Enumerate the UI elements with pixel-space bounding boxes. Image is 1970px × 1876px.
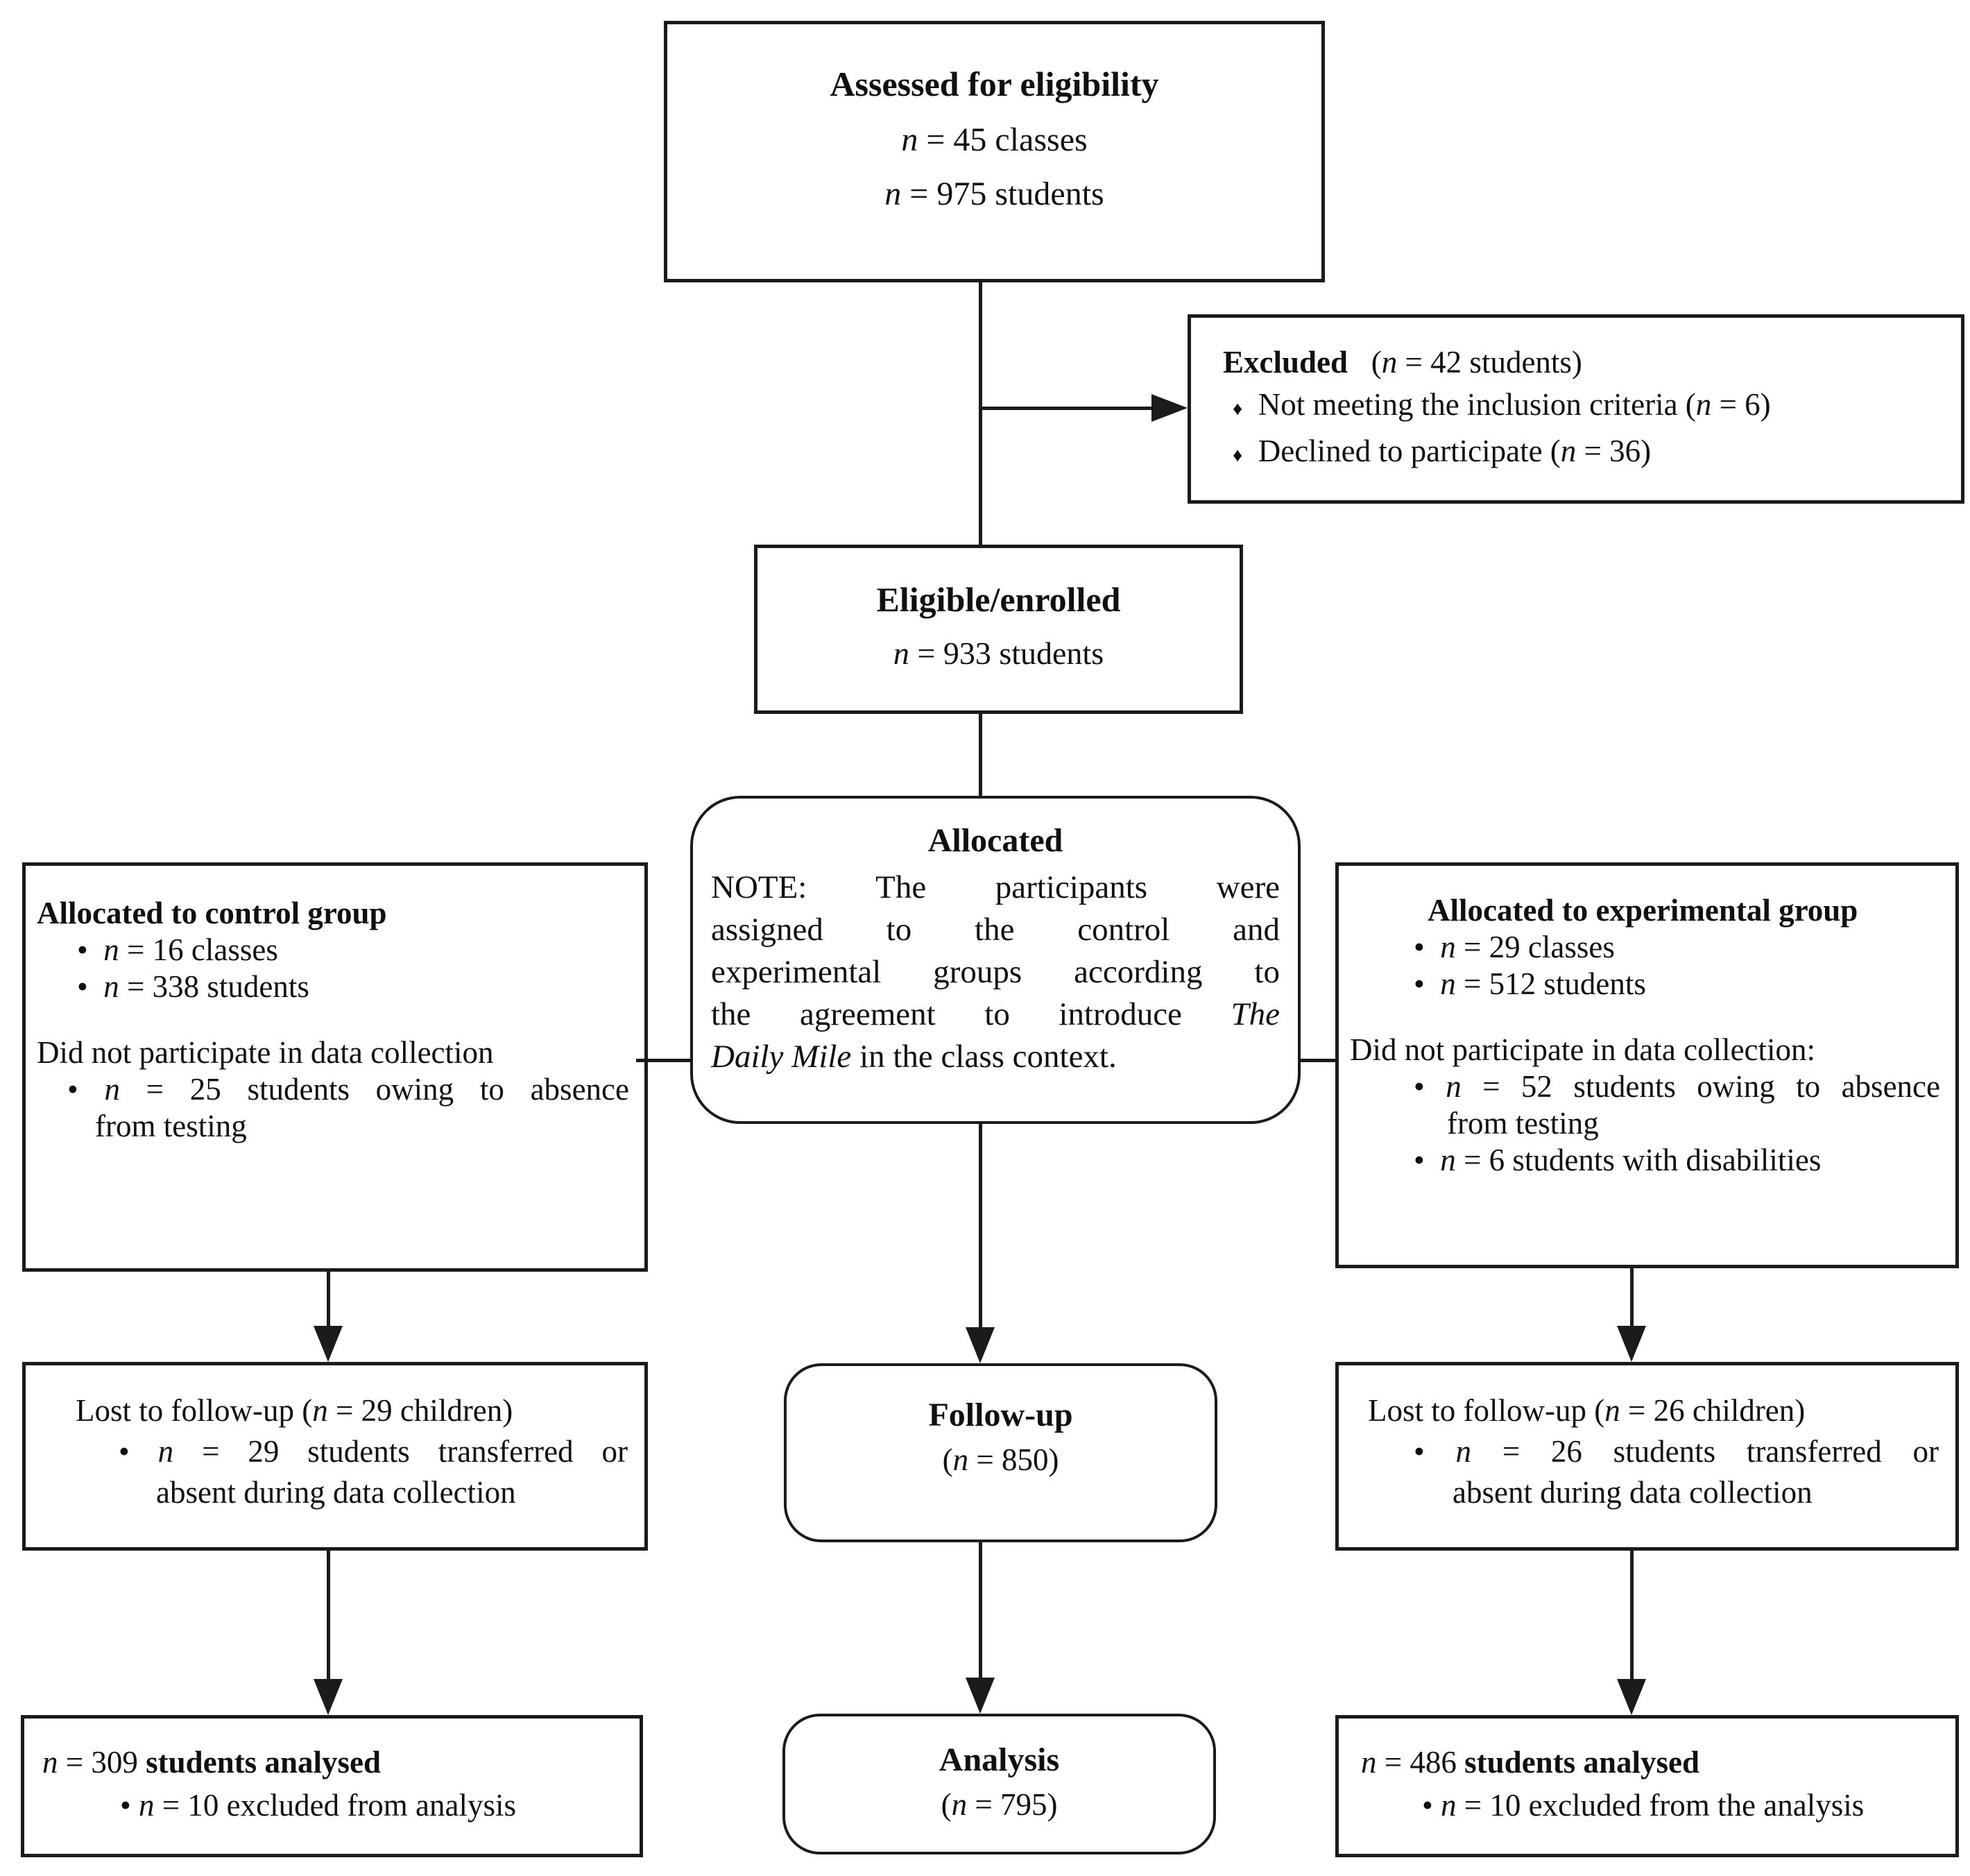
bullet-line: • n = 6 students with disabilities [1414,1143,1822,1177]
bullet-continuation: from testing [1447,1106,1599,1141]
note-line: Daily Mile in the class context. [711,1039,1117,1075]
box-line: n = 45 classes [901,121,1088,158]
connector-experimental-lost-to-analysed [1630,1551,1634,1680]
box-line: n = 486 students analysed [1361,1745,1699,1780]
allocated-note: NOTE: The participants were assigned to … [693,867,1298,1078]
connector-allocated-to-experimental [1299,1059,1337,1062]
arrowhead-into-followup [966,1327,995,1363]
bullet-continuation: absent during data collection [156,1475,516,1510]
box-line: n = 975 students [884,176,1104,212]
connector-allocated-to-followup [979,1123,982,1328]
box-line: n = 933 students [893,636,1104,671]
excluded-item: ♦ Declined to participate (n = 36) [1233,434,1652,468]
bullet-line: • n = 26 students transferred or [1414,1434,1939,1469]
bullet-line: • n = 338 students [77,969,309,1004]
bullet-line: • n = 512 students [1414,966,1646,1001]
box-heading: Lost to follow-up (n = 29 children) [76,1393,513,1428]
connector-followup-to-analysis [979,1542,982,1678]
control-allocated-box: Allocated to control group • n = 16 clas… [22,862,648,1272]
bullet-continuation: from testing [95,1109,247,1143]
connector-branch-to-excluded [980,407,1154,410]
control-lost-to-followup-box: Lost to follow-up (n = 29 children) • n … [22,1362,648,1551]
arrowhead-into-control-lost [314,1326,343,1362]
arrowhead-into-analysis [966,1678,995,1714]
box-title: Follow-up [928,1397,1073,1433]
box-title: Analysis [939,1741,1060,1778]
bullet-line: • n = 52 students owing to absence [1414,1069,1940,1104]
box-title: Allocated [927,822,1063,859]
note-line: the agreement to introduce The [711,996,1280,1032]
bullet-line: • n = 29 students transferred or [119,1434,628,1469]
connector-control-to-lost [327,1270,330,1327]
experimental-analysed-box: n = 486 students analysed • n = 10 exclu… [1335,1715,1959,1857]
analysis-box: Analysis (n = 795) [782,1714,1216,1854]
bullet-line: • n = 25 students owing to absence [67,1072,629,1107]
connector-eligible-to-allocated [979,713,982,797]
box-heading: Allocated to control group [37,896,387,930]
experimental-lost-to-followup-box: Lost to follow-up (n = 26 children) • n … [1335,1362,1959,1551]
eligible-enrolled-box: Eligible/enrolled n = 933 students [754,545,1243,714]
arrowhead-into-excluded [1151,394,1188,422]
arrowhead-into-experimental-lost [1617,1326,1646,1362]
box-title: Excluded (n = 42 students) [1223,345,1582,380]
arrowhead-into-experimental-analysed [1617,1679,1646,1715]
arrowhead-into-control-analysed [314,1679,343,1715]
box-line: n = 309 students analysed [42,1745,381,1780]
box-line: (n = 850) [942,1442,1059,1477]
assessed-for-eligibility-box: Assessed for eligibility n = 45 classes … [664,21,1325,282]
note-line: assigned to the control and [711,912,1280,948]
box-heading: Lost to follow-up (n = 26 children) [1368,1393,1806,1428]
bullet-line: • n = 10 excluded from the analysis [1422,1788,1865,1823]
connector-assessed-to-eligible [979,281,982,547]
excluded-box: Excluded (n = 42 students) ♦ Not meeting… [1188,314,1964,504]
control-analysed-box: n = 309 students analysed • n = 10 exclu… [21,1715,643,1857]
note-line: experimental groups according to [711,954,1280,990]
box-line: (n = 795) [941,1787,1058,1822]
bullet-line: • n = 16 classes [77,932,278,967]
connector-experimental-to-lost [1630,1267,1634,1327]
box-subheading: Did not participate in data collection [37,1035,494,1070]
connector-control-lost-to-analysed [327,1551,330,1680]
bullet-continuation: absent during data collection [1453,1475,1813,1510]
experimental-allocated-box: Allocated to experimental group • n = 29… [1335,862,1959,1268]
excluded-item: ♦ Not meeting the inclusion criteria (n … [1233,387,1771,422]
box-heading: Allocated to experimental group [1428,893,1858,928]
note-line: NOTE: The participants were [711,869,1280,905]
box-title: Assessed for eligibility [830,65,1159,103]
followup-box: Follow-up (n = 850) [784,1363,1217,1542]
connector-allocated-to-control [636,1059,692,1062]
box-title: Eligible/enrolled [876,580,1121,619]
bullet-line: • n = 29 classes [1414,930,1615,964]
allocated-box: Allocated NOTE: The participants were as… [690,796,1301,1124]
box-subheading: Did not participate in data collection: [1350,1032,1816,1067]
bullet-line: • n = 10 excluded from analysis [120,1788,517,1823]
